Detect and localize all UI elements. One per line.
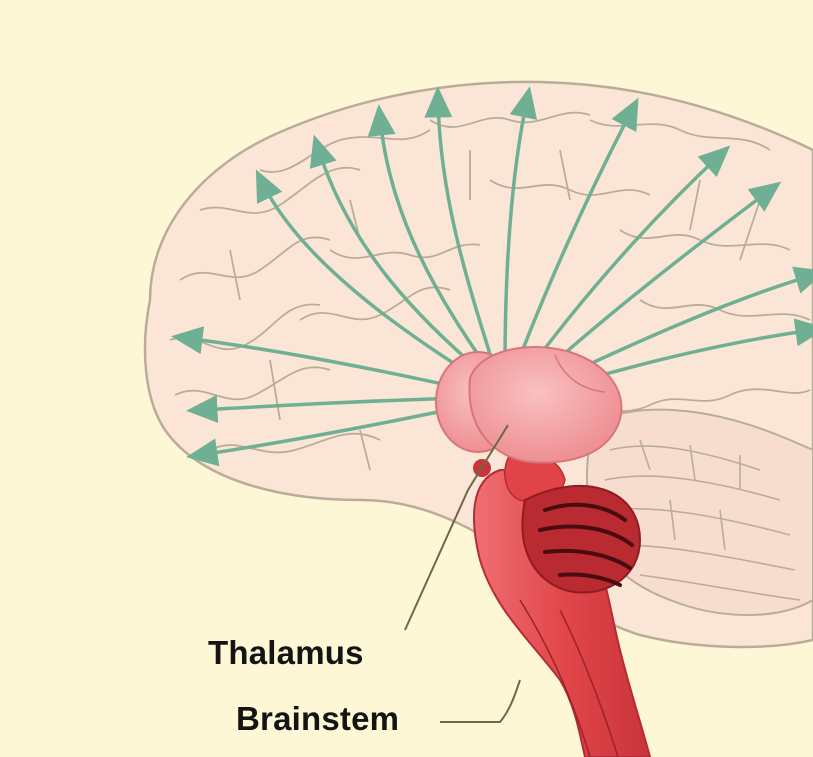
thalamus-label: Thalamus	[208, 634, 364, 672]
brainstem-label: Brainstem	[236, 700, 399, 738]
brainstem-leader-line	[440, 680, 520, 722]
